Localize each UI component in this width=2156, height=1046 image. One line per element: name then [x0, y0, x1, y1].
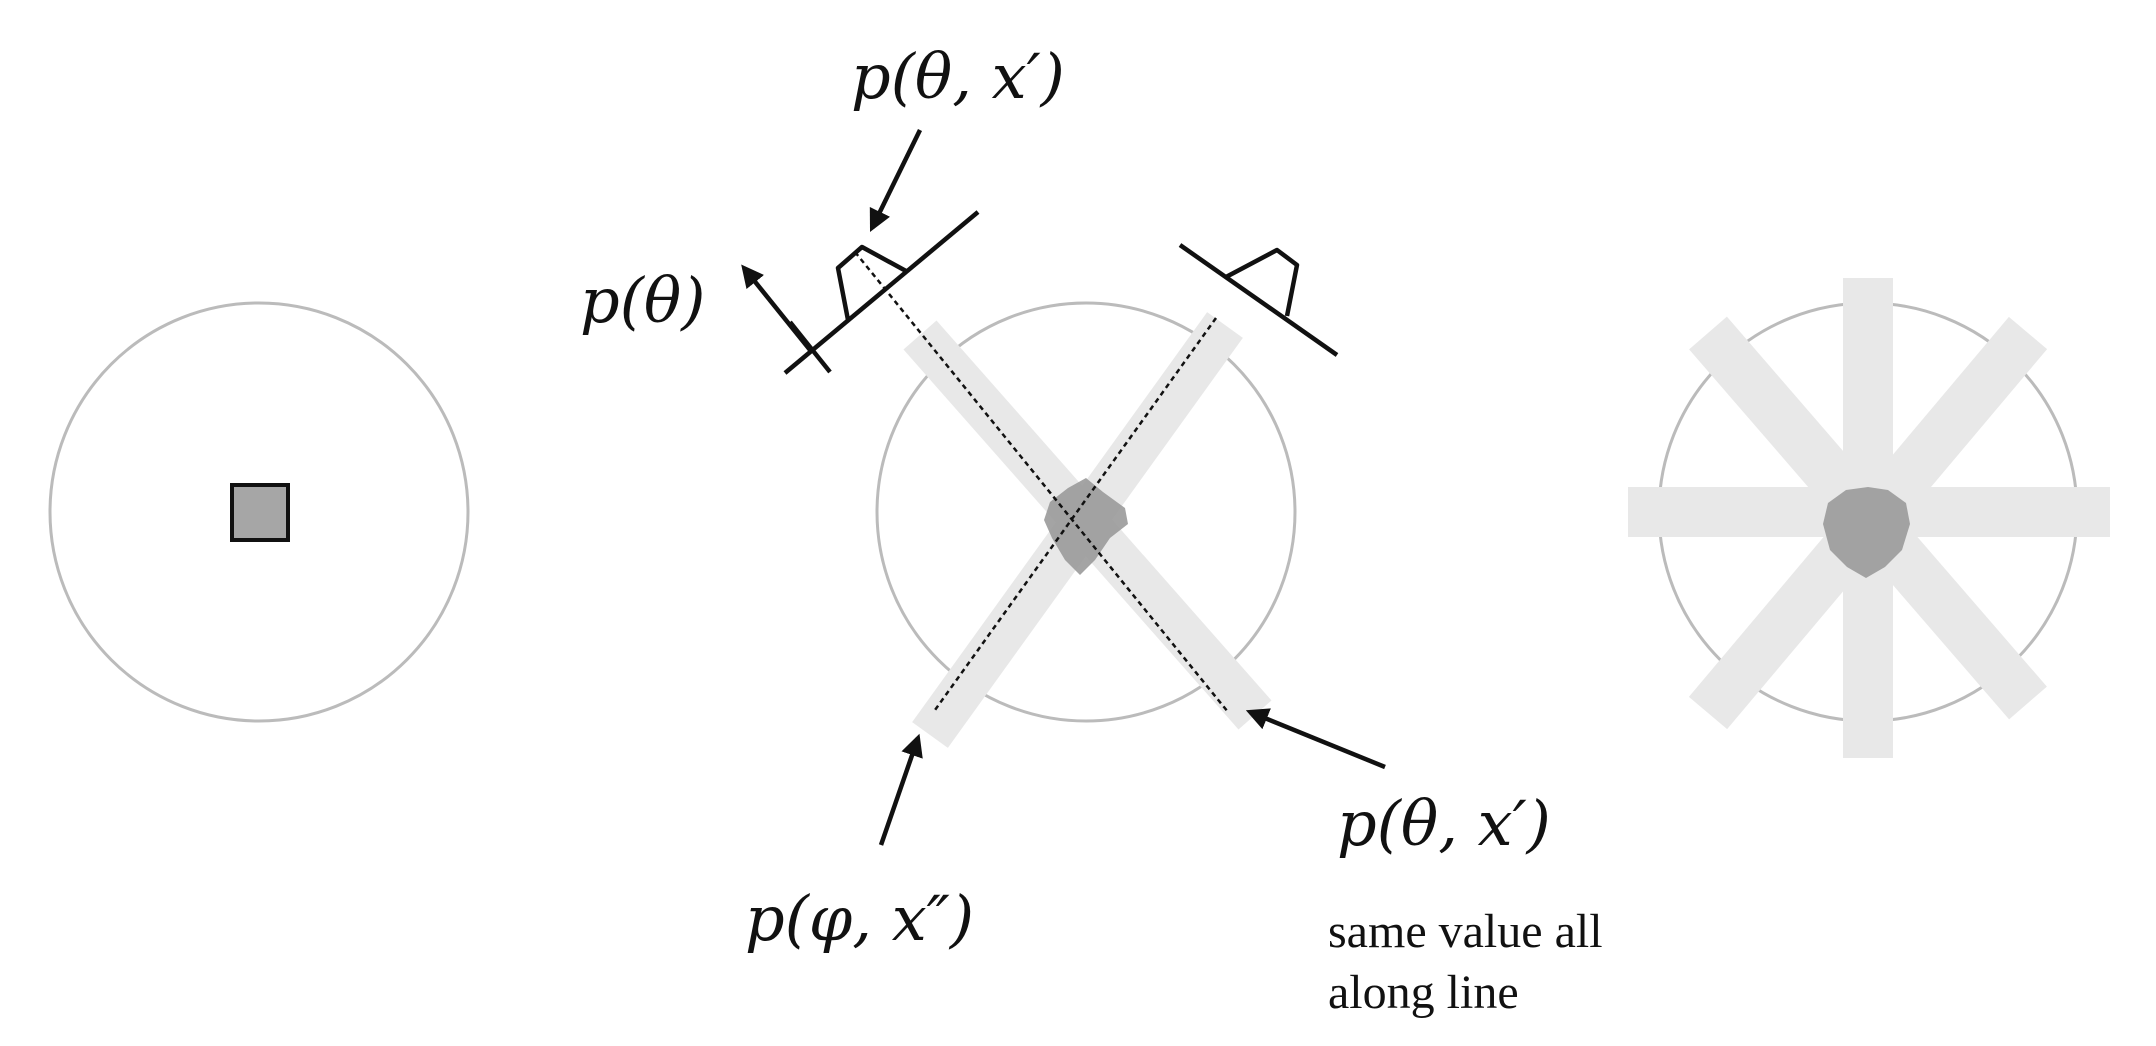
label-bottom-projection: p(φ, x″)	[745, 882, 974, 955]
object-square	[230, 483, 290, 542]
arrow-projection-angle	[741, 264, 812, 352]
label-right-projection: p(θ, x′)	[1337, 787, 1551, 860]
field-of-view-circle-middle	[875, 301, 1297, 723]
blurred-reconstruction-many	[1823, 487, 1910, 578]
note-line-2: along line	[1328, 966, 1519, 1019]
projection-profile-right	[1224, 247, 1300, 317]
arrow-bottom-projection	[878, 733, 923, 846]
arrow-top-projection	[869, 129, 923, 233]
panel-two-projections: p(θ, x′) p(θ) p(θ, x′) p(φ, x″) same val…	[580, 40, 1603, 1019]
projection-profile-left	[835, 244, 908, 321]
label-projection-angle: p(θ)	[580, 264, 705, 337]
blurred-reconstruction	[1044, 478, 1128, 575]
detector-right	[1178, 243, 1339, 357]
panel-object	[48, 301, 470, 723]
panel-many-projections	[1628, 278, 2110, 758]
field-of-view-circle-left	[48, 301, 470, 723]
arrow-right-projection	[1245, 708, 1386, 770]
note-line-1: same value all	[1328, 905, 1603, 958]
label-top-projection: p(θ, x′)	[851, 40, 1065, 113]
